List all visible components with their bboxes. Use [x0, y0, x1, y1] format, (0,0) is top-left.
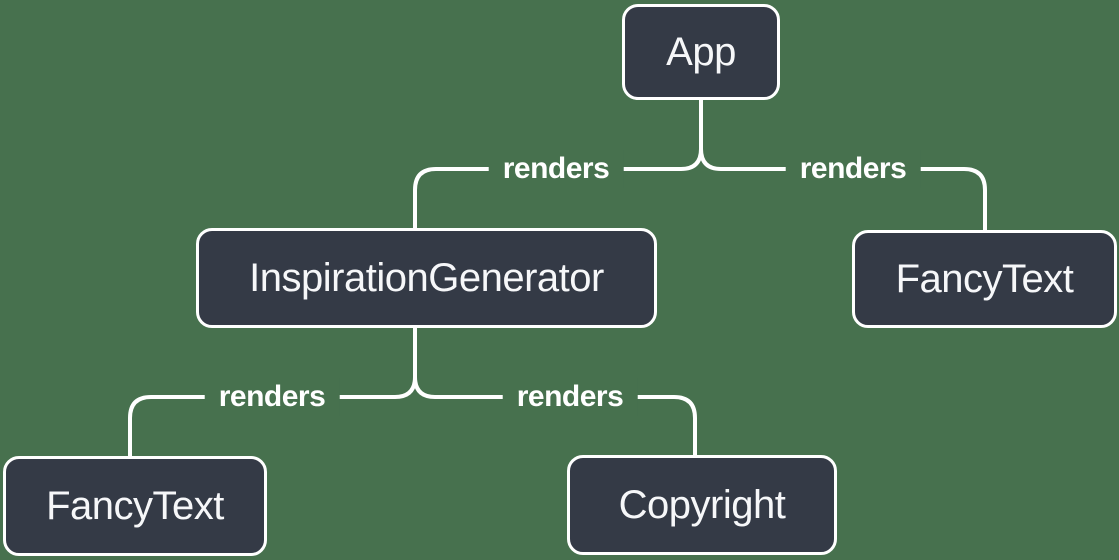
edge-inspiration-generator-to-copyright: [413, 375, 697, 461]
node-app: App: [622, 4, 780, 100]
edge-label-renders-inspiration-copyright: renders: [502, 378, 638, 416]
edge-label-renders-app-fancytext: renders: [785, 150, 921, 188]
node-fancy-text-bottom: FancyText: [3, 456, 267, 556]
edge-label-renders-app-inspiration: renders: [488, 150, 624, 188]
node-inspiration-generator: InspirationGenerator: [196, 228, 657, 328]
edge-app-to-fancy-text: [699, 147, 987, 236]
node-fancy-text-top: FancyText: [852, 230, 1117, 328]
edge-label-renders-inspiration-fancytext: renders: [204, 378, 340, 416]
node-copyright: Copyright: [567, 455, 837, 555]
